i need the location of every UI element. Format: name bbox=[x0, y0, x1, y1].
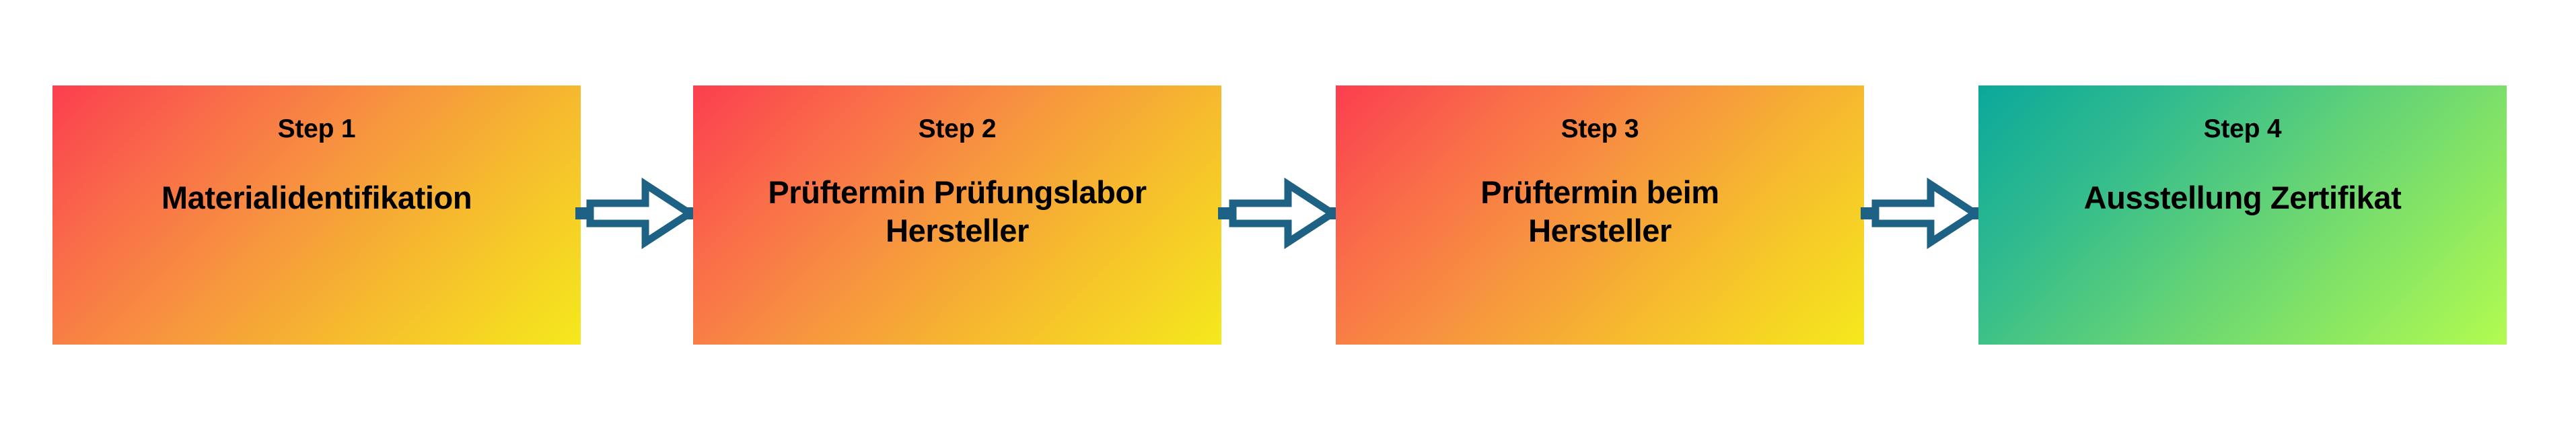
step-label-4: Step 4 bbox=[2203, 114, 2282, 143]
step-title-2: Prüftermin Prüfungslabor Hersteller bbox=[768, 173, 1147, 250]
step-label-1: Step 1 bbox=[277, 114, 356, 143]
step-label-2: Step 2 bbox=[918, 114, 997, 143]
step-title-3: Prüftermin beim Hersteller bbox=[1480, 173, 1719, 250]
step-title-1: Materialidentifikation bbox=[161, 179, 472, 215]
step-box-4[interactable]: Step 4 Ausstellung Zertifikat bbox=[1978, 85, 2507, 345]
step-label-3: Step 3 bbox=[1561, 114, 1639, 143]
right-arrow-icon bbox=[575, 178, 701, 249]
step-title-4: Ausstellung Zertifikat bbox=[2083, 179, 2402, 215]
step-title-3-line-2: Hersteller bbox=[1528, 213, 1672, 249]
right-arrow-icon bbox=[1861, 178, 1986, 249]
step-box-1[interactable]: Step 1 Materialidentifikation bbox=[52, 85, 581, 345]
step-title-2-line-1: Prüftermin Prüfungslabor bbox=[768, 174, 1147, 210]
right-arrow-icon bbox=[1218, 178, 1343, 249]
step-box-2[interactable]: Step 2 Prüftermin Prüfungslabor Herstell… bbox=[693, 85, 1221, 345]
step-title-2-line-2: Hersteller bbox=[886, 213, 1029, 249]
step-box-3[interactable]: Step 3 Prüftermin beim Hersteller bbox=[1336, 85, 1864, 345]
connector-arrow-3 bbox=[1861, 178, 1986, 249]
step-title-3-line-1: Prüftermin beim bbox=[1480, 174, 1719, 210]
connector-arrow-1 bbox=[575, 178, 701, 249]
connector-arrow-2 bbox=[1218, 178, 1343, 249]
